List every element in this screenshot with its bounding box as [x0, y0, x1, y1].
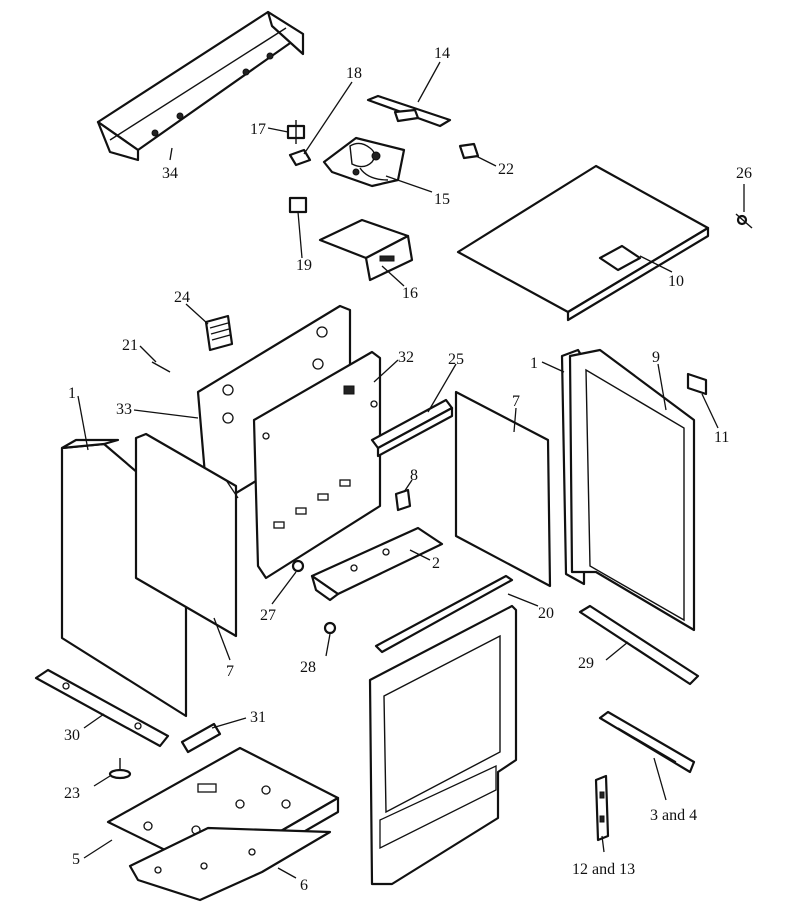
part-21-screw	[151, 361, 171, 373]
label-17: 17	[250, 121, 266, 138]
front-frame	[368, 604, 518, 886]
part-15-control-assembly	[322, 136, 406, 188]
label-1-right: 1	[530, 355, 538, 372]
part-2-channel	[310, 526, 444, 602]
part-8-clip	[394, 488, 412, 512]
label-31: 31	[250, 709, 266, 726]
part-9-side-panel	[568, 348, 696, 632]
label-12-and-13: 12 and 13	[572, 861, 635, 878]
label-10: 10	[668, 273, 684, 290]
label-24: 24	[174, 289, 190, 306]
part-11-plate	[686, 372, 708, 396]
part-labels: 34 14 18 17 15 22 26 10 19 16 24 21 33 3…	[64, 45, 752, 894]
label-9: 9	[652, 349, 660, 366]
part-24-plate	[204, 314, 234, 352]
part-19-bracket	[288, 196, 308, 214]
label-1-left: 1	[68, 385, 76, 402]
label-19: 19	[296, 257, 312, 274]
part-26-screw	[735, 213, 753, 229]
part-14-bracket	[366, 94, 452, 128]
part-7-right-insulation	[454, 390, 552, 588]
label-14: 14	[434, 45, 450, 62]
part-18-clip	[288, 148, 312, 167]
label-22: 22	[498, 161, 514, 178]
part-10-top-panel	[456, 164, 710, 322]
part-29-bar	[578, 604, 700, 686]
part-28-knob	[323, 621, 337, 635]
label-7-right: 7	[512, 393, 520, 410]
part-12-13-hinge	[594, 774, 610, 842]
part-7-left-insulation	[134, 432, 238, 638]
label-26: 26	[736, 165, 752, 182]
part-27-grommet	[291, 559, 305, 573]
label-11: 11	[714, 429, 729, 446]
label-27: 27	[260, 607, 276, 624]
label-6: 6	[300, 877, 308, 894]
label-5: 5	[72, 851, 80, 868]
label-33: 33	[116, 401, 132, 418]
part-34-rear-channel	[96, 10, 305, 162]
label-2: 2	[432, 555, 440, 572]
label-29: 29	[578, 655, 594, 672]
part-6-heat-shield	[128, 826, 332, 902]
part-20-bar	[374, 574, 514, 654]
label-23: 23	[64, 785, 80, 802]
part-23-leveling-leg	[108, 758, 132, 780]
label-34: 34	[162, 165, 178, 182]
label-8: 8	[410, 467, 418, 484]
label-3-and-4: 3 and 4	[650, 807, 697, 824]
label-28: 28	[300, 659, 316, 676]
label-16: 16	[402, 285, 418, 302]
label-7-left: 7	[226, 663, 234, 680]
part-25-angle-bracket	[370, 398, 454, 458]
label-30: 30	[64, 727, 80, 744]
label-20: 20	[538, 605, 554, 622]
part-32-inner-panel	[252, 350, 382, 580]
part-3-4-rail	[598, 710, 696, 774]
part-22-block	[458, 142, 480, 160]
label-21: 21	[122, 337, 138, 354]
part-16-mount-bracket	[318, 218, 414, 282]
label-32: 32	[398, 349, 414, 366]
label-15: 15	[434, 191, 450, 208]
part-31-clip	[180, 722, 222, 754]
label-18: 18	[346, 65, 362, 82]
label-25: 25	[448, 351, 464, 368]
part-17-clip	[286, 120, 306, 144]
leader-lines	[77, 61, 745, 879]
part-30-front-bracket	[34, 668, 170, 748]
